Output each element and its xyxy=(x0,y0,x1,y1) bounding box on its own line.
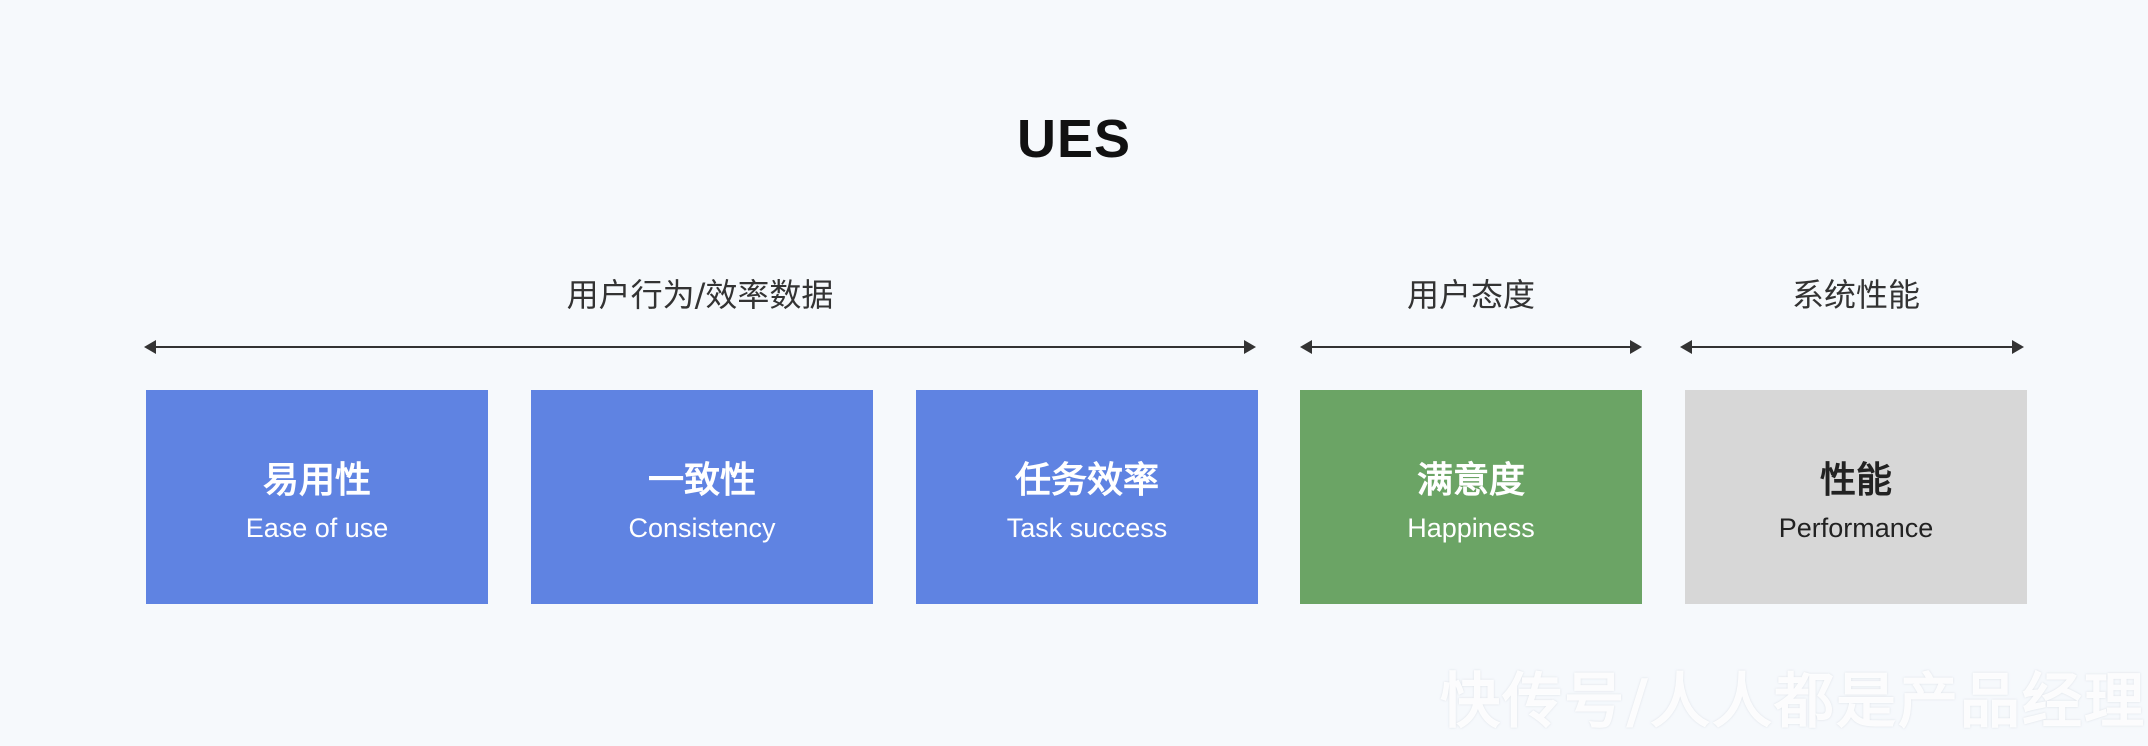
group-label-user-behavior: 用户行为/效率数据 xyxy=(566,276,834,314)
box-happiness: 满意度 Happiness xyxy=(1300,390,1642,604)
double-arrow-user-behavior xyxy=(144,340,1256,354)
box-consistency: 一致性 Consistency xyxy=(531,390,873,604)
double-arrow-user-attitude xyxy=(1300,340,1642,354)
box-label-en: Consistency xyxy=(628,512,776,543)
group-label-user-attitude: 用户态度 xyxy=(1406,276,1535,314)
box-label-en: Task success xyxy=(1006,512,1168,543)
box-label-zh: 满意度 xyxy=(1416,459,1525,501)
box-label-en: Ease of use xyxy=(245,512,389,543)
diagram-title: UES xyxy=(1016,109,1132,169)
double-arrow-system-performance xyxy=(1680,340,2024,354)
box-label-en: Happiness xyxy=(1407,512,1535,543)
box-performance: 性能 Performance xyxy=(1685,390,2027,604)
box-task-success: 任务效率 Task success xyxy=(916,390,1258,604)
box-label-zh: 性能 xyxy=(1819,459,1892,501)
box-ease-of-use: 易用性 Ease of use xyxy=(146,390,488,604)
box-label-zh: 任务效率 xyxy=(1014,459,1159,501)
box-label-zh: 易用性 xyxy=(262,459,371,501)
box-label-en: Performance xyxy=(1778,512,1934,543)
box-label-zh: 一致性 xyxy=(647,459,756,501)
watermark: 快传号/人人都是产品经理 xyxy=(1440,667,2146,737)
group-label-system-performance: 系统性能 xyxy=(1791,276,1920,314)
